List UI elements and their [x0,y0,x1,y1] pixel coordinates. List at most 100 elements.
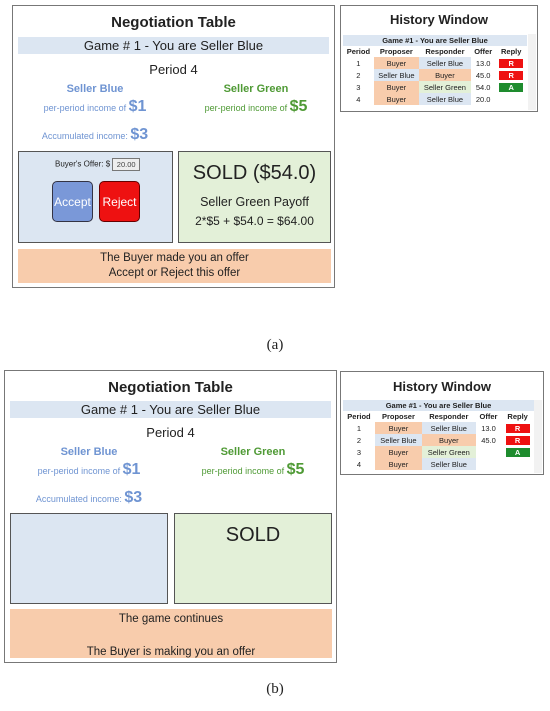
col-period: Period [346,47,371,56]
proposer-cell: Seller Blue [373,69,420,81]
seller-blue-accumulated: Accumulated income: $3 [20,126,170,144]
history-scrollbar[interactable] [528,34,536,110]
history-game-label: Game #1 - You are Seller Blue [343,400,534,411]
col-proposer: Proposer [381,412,415,421]
income-label: per-period income of [201,466,285,476]
table-row: 2 Seller Blue Buyer 45.0 R [343,69,527,81]
col-offer: Offer [474,47,493,56]
sold-text: SOLD [225,524,281,546]
period-label: Period 4 [146,425,195,440]
accept-button[interactable]: Accept [52,181,93,222]
responder-cell: Seller Blue [421,422,476,434]
payoff-formula: 2*$5 + $54.0 = $64.00 [195,214,314,228]
seller-green-result-box: SOLD [174,513,332,604]
seller-blue-action-box: Buyer's Offer: $20.00 Accept Reject [18,151,173,243]
col-offer: Offer [479,412,498,421]
accept-reply-badge: A [505,447,530,457]
reply-cell: R [501,422,534,434]
period-cell: 2 [356,70,361,80]
negotiation-table-title: Negotiation Table [111,14,236,31]
status-message-line-1: The game continues [118,613,224,625]
payoff-title: Seller Green Payoff [200,195,309,209]
history-window-title: History Window [392,379,492,394]
col-period: Period [347,412,371,421]
seller-blue-name: Seller Blue [66,83,124,95]
history-window-panel-a: History Window Game #1 - You are Seller … [340,5,538,112]
reject-button[interactable]: Reject [99,181,140,222]
col-reply: Reply [501,47,522,56]
status-message-line-2: The Buyer is making you an offer [86,646,256,658]
game-banner: Game # 1 - You are Seller Blue [18,37,329,54]
col-responder: Responder [425,47,465,56]
col-proposer: Proposer [379,47,413,56]
sold-text: SOLD ($54.0) [192,162,317,184]
caption-a: (a) [266,337,284,353]
period-cell: 4 [356,459,362,469]
offer-cell: 45.0 [475,70,491,80]
reject-reply-badge: R [499,58,524,68]
income-value: $1 [122,461,141,478]
period-cell: 1 [356,423,362,433]
table-row: 4 Buyer Seller Blue 20.0 [343,93,527,105]
table-row: 3 Buyer Seller Green 54.0 A [343,81,527,93]
reply-cell [501,458,534,470]
accept-reply-badge: A [499,82,524,92]
proposer-cell: Buyer [373,57,420,69]
seller-green-name: Seller Green [220,446,286,458]
seller-blue-income: per-period income of $1 [14,461,164,479]
table-row: 1 Buyer Seller Blue 13.0 R [343,57,527,69]
status-message-line-2: Accept or Reject this offer [108,267,241,279]
accumulated-label: Accumulated income: [41,131,128,141]
proposer-cell: Buyer [374,458,422,470]
responder-cell: Seller Blue [419,57,471,69]
period-label: Period 4 [149,62,198,77]
table-row: 2 Seller Blue Buyer 45.0 R [343,434,534,446]
income-value: $5 [289,98,308,115]
col-responder: Responder [429,412,469,421]
reply-cell [495,93,527,105]
col-reply: Reply [507,412,528,421]
offer-cell: 13.0 [475,58,491,68]
buyers-offer-label: Buyer's Offer: $ [55,159,111,169]
table-row: 3 Buyer Seller Green A [343,446,534,458]
reply-cell: A [501,446,534,458]
responder-cell: Seller Green [419,81,471,93]
income-value: $5 [286,461,305,478]
period-cell: 4 [356,94,361,104]
history-scrollbar[interactable] [534,400,542,473]
status-message: The Buyer made you an offer Accept or Re… [18,249,331,283]
offer-cell [476,458,502,470]
responder-cell: Buyer [419,69,471,81]
proposer-cell: Buyer [374,422,422,434]
proposer-cell: Buyer [374,446,422,458]
caption-b: (b) [266,681,284,697]
negotiation-table-panel-b: Negotiation Table Game # 1 - You are Sel… [4,370,337,663]
seller-blue-action-box [10,513,168,604]
seller-blue-name: Seller Blue [60,446,118,458]
income-value: $1 [128,98,147,115]
offer-cell [476,446,502,458]
reject-reply-badge: R [505,423,530,433]
negotiation-table-title: Negotiation Table [108,379,233,396]
offer-cell: 20.0 [475,94,491,104]
seller-green-name: Seller Green [223,83,289,95]
accumulated-label: Accumulated income: [35,494,122,504]
period-cell: 3 [356,82,361,92]
game-banner: Game # 1 - You are Seller Blue [10,401,331,418]
proposer-cell: Seller Blue [374,434,422,446]
buyers-offer: Buyer's Offer: $20.00 [55,158,141,171]
accumulated-value: $3 [124,489,143,506]
period-cell: 1 [356,58,361,68]
period-cell: 3 [356,447,362,457]
reply-cell: A [495,81,527,93]
responder-cell: Seller Blue [421,458,476,470]
offer-cell: 54.0 [475,82,491,92]
table-row: 4 Buyer Seller Blue [343,458,534,470]
seller-blue-accumulated: Accumulated income: $3 [14,489,164,507]
table-row: 1 Buyer Seller Blue 13.0 R [343,422,534,434]
history-game-label: Game #1 - You are Seller Blue [343,35,527,46]
status-message-line-1: The Buyer made you an offer [100,252,249,264]
responder-cell: Buyer [421,434,476,446]
responder-cell: Seller Blue [419,93,471,105]
buyers-offer-field[interactable]: 20.00 [112,158,141,171]
